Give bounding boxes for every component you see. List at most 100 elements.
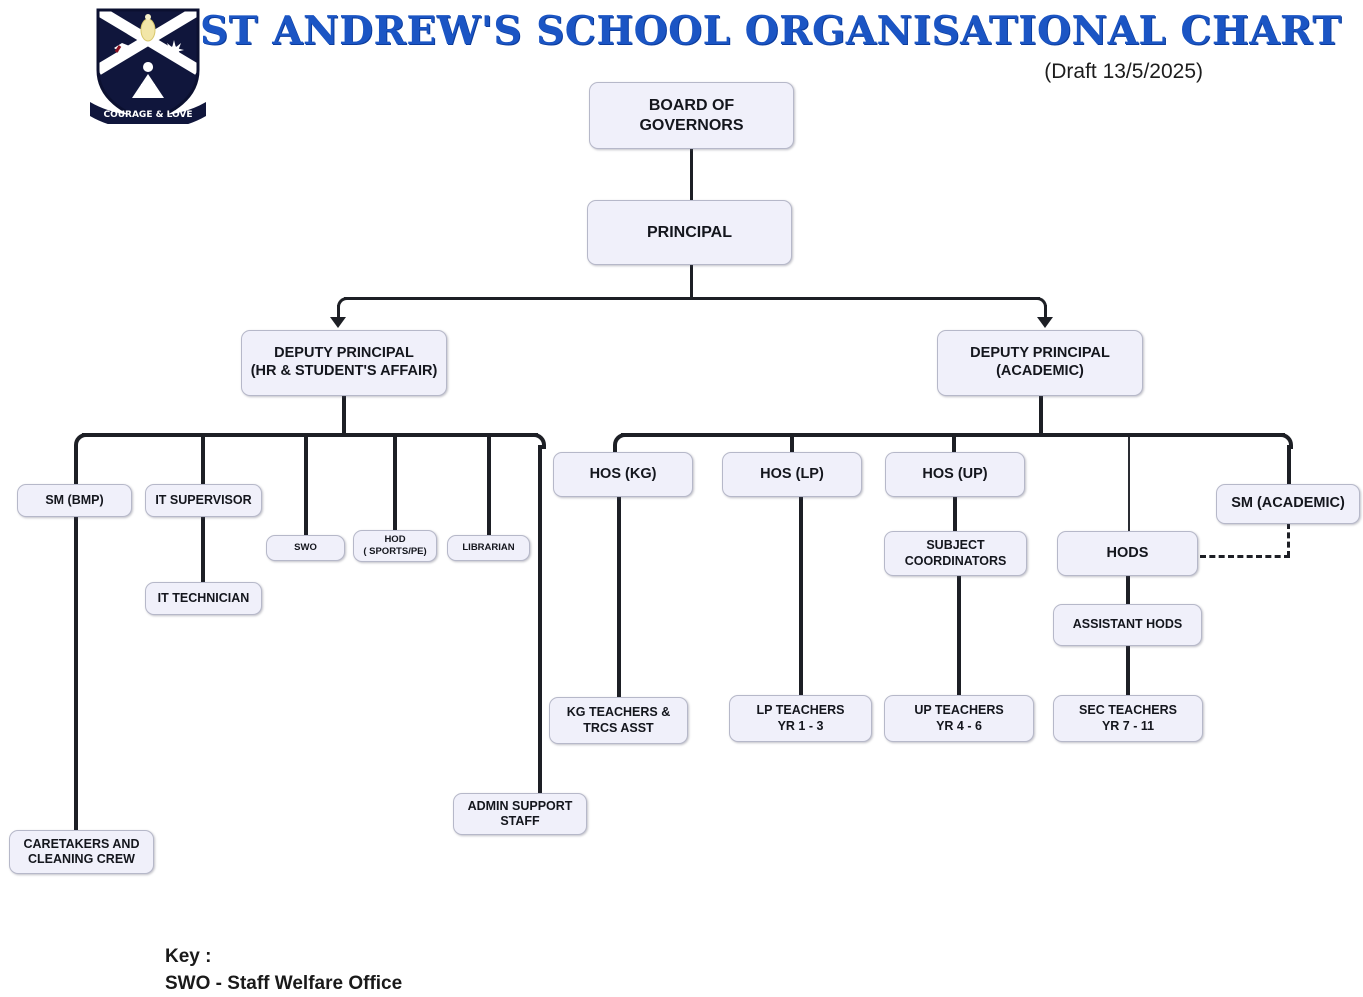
node-caretakers-cleaning-crew[interactable]: CARETAKERS AND CLEANING CREW xyxy=(9,830,154,874)
node-hods-label: HODS xyxy=(1106,544,1149,561)
elbow-principal-right xyxy=(1033,297,1047,311)
connector-board-principal xyxy=(690,149,693,201)
node-up-teachers[interactable]: UP TEACHERS YR 4 - 6 xyxy=(884,695,1034,742)
node-dp-hr-line2: (HR & STUDENT'S AFFAIR) xyxy=(250,363,438,379)
node-admin-support-staff[interactable]: ADMIN SUPPORT STAFF xyxy=(453,793,587,835)
key-entry-swo: SWO - Staff Welfare Office xyxy=(165,972,403,994)
node-swo-label: SWO xyxy=(294,542,317,554)
connector-left-bus-to-librarian xyxy=(487,437,491,535)
elbow-left-bus-end xyxy=(530,433,546,449)
node-sm-academic-label: SM (ACADEMIC) xyxy=(1231,495,1345,512)
node-caretakers-line1: CARETAKERS AND xyxy=(23,836,140,851)
connector-left-bus-to-it-supervisor xyxy=(201,437,205,484)
node-it-supervisor-label: IT SUPERVISOR xyxy=(155,492,252,507)
node-caretakers-line2: CLEANING CREW xyxy=(28,852,135,866)
arrow-dp-academic xyxy=(1037,317,1053,328)
connector-left-bus-to-admin-support xyxy=(538,445,542,795)
connector-dp-academic-down xyxy=(1039,396,1043,434)
connector-dp-hr-down xyxy=(342,396,346,434)
node-lp-teachers[interactable]: LP TEACHERS YR 1 - 3 xyxy=(729,695,872,742)
key-legend: Key : SWO - Staff Welfare Office xyxy=(165,944,402,997)
connector-subject-coords-to-up-teachers xyxy=(957,575,961,696)
node-principal[interactable]: PRINCIPAL xyxy=(587,200,792,265)
node-dp-hr-line1: DEPUTY PRINCIPAL xyxy=(274,345,414,362)
connector-hods-sm-academic-dashed xyxy=(1200,555,1290,558)
node-sm-bmp-label: SM (BMP) xyxy=(45,492,104,507)
connector-hos-lp-to-teachers xyxy=(799,496,803,696)
connector-principal-down xyxy=(690,265,693,300)
node-kg-teachers[interactable]: KG TEACHERS & TRCS ASST xyxy=(549,697,688,744)
node-hos-kg-label: HOS (KG) xyxy=(589,465,657,482)
connector-right-bus-to-sm-academic xyxy=(1287,445,1291,484)
node-lp-teachers-line2: YR 1 - 3 xyxy=(777,718,824,733)
node-deputy-principal-hr[interactable]: DEPUTY PRINCIPAL (HR & STUDENT'S AFFAIR) xyxy=(241,330,447,396)
node-board-line2: GOVERNORS xyxy=(639,116,744,134)
connector-left-bus-to-caretakers xyxy=(74,445,78,835)
node-subject-coords-line1: SUBJECT xyxy=(926,538,985,553)
node-it-technician-label: IT TECHNICIAN xyxy=(157,590,250,605)
elbow-right-bus-end xyxy=(1277,433,1293,449)
node-admin-support-line2: STAFF xyxy=(500,814,540,828)
node-sm-bmp[interactable]: SM (BMP) xyxy=(17,484,132,517)
node-dp-academic-line2: (ACADEMIC) xyxy=(996,363,1084,379)
node-board-of-governors[interactable]: BOARD OF GOVERNORS xyxy=(589,82,794,149)
node-subject-coordinators[interactable]: SUBJECT COORDINATORS xyxy=(884,531,1027,576)
crest-motto: COURAGE & LOVE xyxy=(103,110,192,120)
connector-left-bus xyxy=(82,433,538,437)
node-hod-sports-pe[interactable]: HOD ( SPORTS/PE) xyxy=(353,530,437,562)
school-crest-logo: COURAGE & LOVE xyxy=(90,5,206,124)
elbow-right-bus-start xyxy=(613,433,629,449)
node-hos-kg[interactable]: HOS (KG) xyxy=(553,452,693,497)
connector-right-bus-to-hos-up xyxy=(952,437,956,458)
node-hos-up[interactable]: HOS (UP) xyxy=(885,452,1025,497)
connector-assistant-hods-to-sec-teachers xyxy=(1126,646,1130,696)
node-lp-teachers-line1: LP TEACHERS xyxy=(756,703,845,718)
connector-right-bus-to-hos-lp xyxy=(790,437,794,458)
node-sec-teachers[interactable]: SEC TEACHERS YR 7 - 11 xyxy=(1053,695,1203,742)
node-principal-label: PRINCIPAL xyxy=(646,223,733,241)
connector-to-dp-hr xyxy=(337,305,340,317)
node-hos-lp-label: HOS (LP) xyxy=(760,465,824,482)
node-kg-teachers-line2: TRCS ASST xyxy=(583,720,654,735)
node-admin-support-line1: ADMIN SUPPORT xyxy=(467,798,573,813)
connector-principal-bus xyxy=(344,297,1040,300)
connector-hos-up-to-subject-coords xyxy=(953,496,957,532)
connector-to-dp-academic xyxy=(1044,305,1047,317)
connector-right-bus xyxy=(621,433,1285,437)
arrow-dp-hr xyxy=(330,317,346,328)
node-board-line1: BOARD OF xyxy=(648,96,735,114)
connector-left-bus-to-hod-sports xyxy=(393,437,397,530)
node-sm-academic[interactable]: SM (ACADEMIC) xyxy=(1216,484,1360,524)
connector-left-bus-to-swo xyxy=(304,437,308,535)
node-librarian-label: LIBRARIAN xyxy=(462,542,515,554)
connector-right-bus-to-hods xyxy=(1128,437,1130,533)
connector-sm-academic-down-dashed xyxy=(1287,523,1290,557)
node-hos-up-label: HOS (UP) xyxy=(922,465,988,482)
node-it-technician[interactable]: IT TECHNICIAN xyxy=(145,582,262,615)
node-dp-academic-line1: DEPUTY PRINCIPAL xyxy=(970,345,1110,362)
node-hod-sports-line2: ( SPORTS/PE) xyxy=(363,546,427,557)
node-librarian[interactable]: LIBRARIAN xyxy=(447,535,530,561)
node-hod-sports-line1: HOD xyxy=(384,534,406,546)
draft-date: (Draft 13/5/2025) xyxy=(1044,60,1203,83)
elbow-principal-left xyxy=(337,297,351,311)
page-title: ST ANDREW'S SCHOOL ORGANISATIONAL CHART xyxy=(200,8,1342,54)
connector-it-supervisor-to-technician xyxy=(201,517,205,582)
node-kg-teachers-line1: KG TEACHERS & xyxy=(566,705,671,720)
key-label: Key : xyxy=(165,946,212,967)
node-swo[interactable]: SWO xyxy=(266,535,345,561)
node-hos-lp[interactable]: HOS (LP) xyxy=(722,452,862,497)
node-sec-teachers-line2: YR 7 - 11 xyxy=(1101,718,1155,733)
node-subject-coords-line2: COORDINATORS xyxy=(904,553,1007,568)
node-hods[interactable]: HODS xyxy=(1057,531,1198,576)
elbow-left-bus-start xyxy=(74,433,90,449)
node-deputy-principal-academic[interactable]: DEPUTY PRINCIPAL (ACADEMIC) xyxy=(937,330,1143,396)
node-up-teachers-line2: YR 4 - 6 xyxy=(936,718,982,733)
node-it-supervisor[interactable]: IT SUPERVISOR xyxy=(145,484,262,517)
node-assistant-hods[interactable]: ASSISTANT HODS xyxy=(1053,604,1202,646)
connector-right-bus-to-hos-kg xyxy=(613,445,617,458)
connector-hos-kg-to-teachers xyxy=(617,496,621,698)
node-sec-teachers-line1: SEC TEACHERS xyxy=(1079,703,1177,718)
connector-hods-to-assistant-hods xyxy=(1126,575,1130,604)
